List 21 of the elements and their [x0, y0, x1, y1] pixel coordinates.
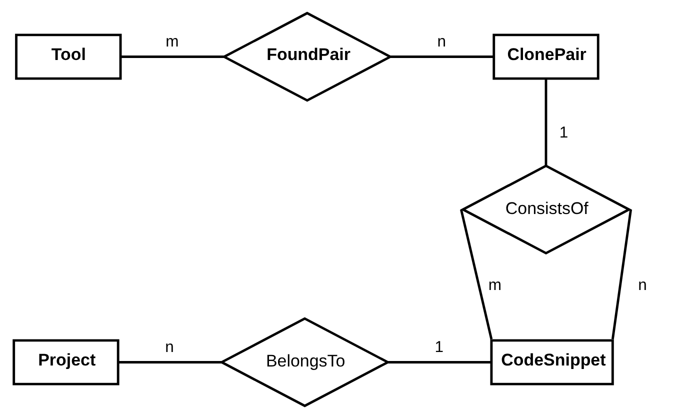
edge-label: n: [638, 276, 647, 294]
edge-label: m: [166, 33, 179, 50]
connector: [388, 361, 492, 364]
connector: [118, 361, 222, 364]
connector: [544, 78, 548, 166]
node-diamond: ConsistsOf: [460, 164, 632, 254]
connector: [460, 209, 493, 340]
node-box: Project: [12, 339, 120, 386]
edge-label: n: [437, 33, 446, 50]
node-box: Tool: [15, 34, 122, 80]
node-diamond: BelongsTo: [219, 317, 390, 408]
connector: [120, 56, 224, 58]
node-box: ClonePair: [492, 34, 600, 80]
edge-label: m: [488, 276, 502, 294]
edge-label: 1: [434, 338, 444, 356]
node-diamond: FoundPair: [222, 12, 393, 102]
node-box: CodeSnippet: [490, 339, 614, 386]
edge-label: 1: [559, 124, 568, 142]
connector: [390, 56, 494, 58]
edge-label: n: [165, 338, 174, 356]
connector: [611, 209, 632, 340]
